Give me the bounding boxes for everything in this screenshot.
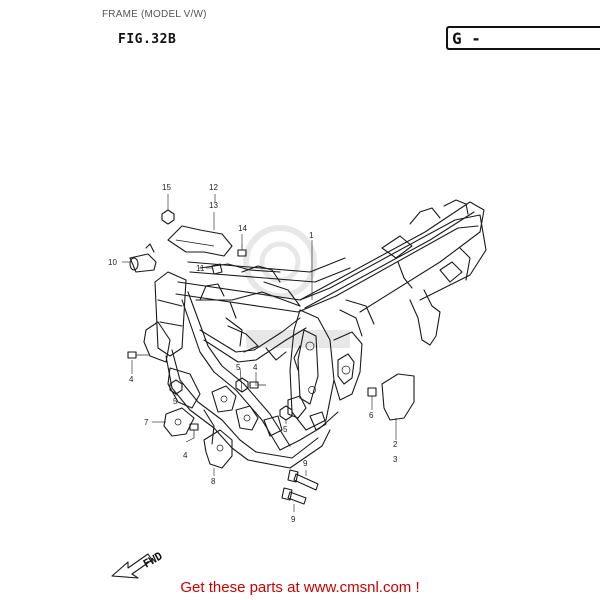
callout-labels: 1 2 3 4 4 4 5 5 5 6 7 8 9 9 10 11 12 13 … [108,183,398,524]
main-frame [143,199,487,469]
callout-7: 7 [144,418,149,427]
callout-5-center: 5 [236,363,241,372]
nut-15 [161,209,175,225]
promo-link[interactable]: Get these parts at www.cmsnl.com ! [180,579,420,596]
callout-15: 15 [162,183,171,192]
callout-5-left: 5 [173,397,178,406]
bolt-6 [367,387,377,397]
callout-11: 11 [196,264,205,273]
callout-2: 2 [393,440,398,449]
callout-1: 1 [309,231,314,240]
callout-4-center: 4 [253,363,258,372]
nut-5-center [235,377,249,393]
long-bolt-9-lower [281,487,307,505]
diagram-title: FRAME (MODEL V/W) [102,9,207,20]
callout-9-upper: 9 [303,459,308,468]
nut-5-left [169,379,183,395]
callout-4-left: 4 [129,375,134,384]
head-pipe-cap [129,243,157,273]
bolt-4-lower [189,423,199,438]
bolt-4-left [127,351,150,359]
group-code: G - [452,29,481,48]
long-bolt-9-upper [287,469,319,491]
gusset-bracket [167,225,233,257]
callout-5-lower: 5 [283,425,288,434]
callout-6: 6 [369,411,374,420]
callout-10: 10 [108,258,117,267]
callout-14: 14 [238,224,247,233]
rubber-cushion-plate [381,373,415,421]
bolt-14 [237,244,247,257]
figure-number: FIG.32B [118,32,177,47]
bolt-4-center [249,381,266,389]
nut-5-lower [279,405,293,421]
engine-mount-plate-left [163,407,195,437]
bolt-11 [211,263,223,275]
watermark-logo [243,225,350,348]
forward-direction-arrow: FWD [111,549,165,579]
fwd-label: FWD [141,549,165,570]
leader-lines [122,194,397,512]
engine-mount-bracket [203,429,233,469]
callout-9-lower: 9 [291,515,296,524]
group-code-box [446,26,600,50]
callout-13: 13 [209,201,218,210]
callout-4-lower: 4 [183,451,188,460]
callout-3: 3 [393,455,398,464]
callout-12: 12 [209,183,218,192]
callout-8: 8 [211,477,216,486]
